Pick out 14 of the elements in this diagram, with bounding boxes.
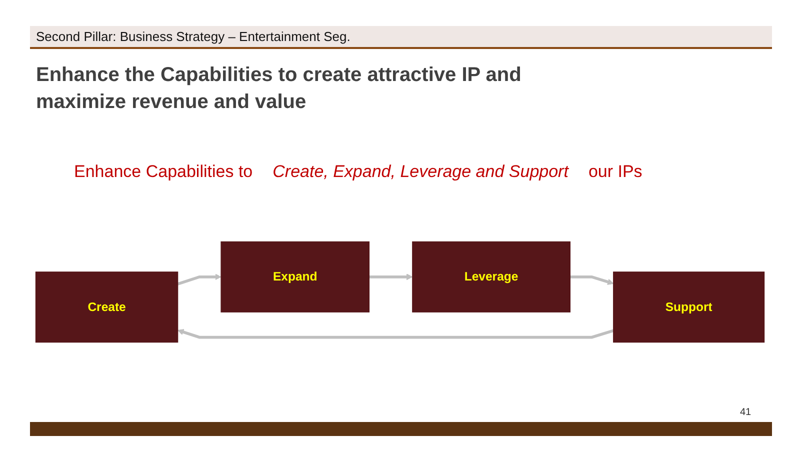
section-header: Second Pillar: Business Strategy – Entertainment Seg. bbox=[36, 29, 350, 44]
node-box: Expand bbox=[220, 241, 370, 312]
node-box: Create bbox=[35, 272, 178, 343]
arrow bbox=[369, 274, 413, 280]
arrow bbox=[178, 329, 614, 339]
arrow bbox=[570, 275, 614, 285]
subtitle-text: our IPs bbox=[588, 162, 642, 181]
slide-title: Enhance the Capabilities to create attractive IP and maximize revenue and value bbox=[36, 63, 522, 115]
page-number: 41 bbox=[740, 407, 752, 418]
subtitle-text: Create, Expand, Leverage and Support bbox=[272, 162, 568, 181]
subtitle-text: Enhance Capabilities to bbox=[74, 162, 253, 181]
node-box: Support bbox=[613, 272, 765, 343]
node-box: Leverage bbox=[412, 241, 570, 312]
arrow bbox=[177, 274, 222, 286]
